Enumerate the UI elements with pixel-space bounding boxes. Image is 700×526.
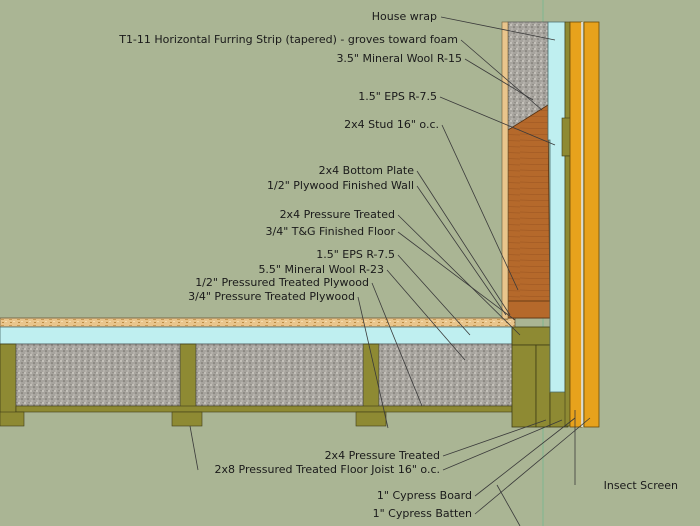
joist-foot [0,411,25,427]
label-insect-screen: Insect Screen [604,479,678,492]
floor-mineral-wool [195,343,364,407]
label-pressure-treated-wall: 2x4 Pressure Treated [280,208,395,221]
joist-foot [171,411,203,427]
rim-joist-outer [535,344,551,428]
label-pt-plywood-half: 1/2" Pressured Treated Plywood [195,276,369,289]
floor-eps-foam [0,326,513,345]
bottom-plate [507,300,551,319]
cypress-board [569,21,583,428]
floor-mineral-wool [378,343,513,407]
label-t111-furring: T1-11 Horizontal Furring Strip (tapered)… [118,33,458,46]
wall-assembly [501,21,600,428]
wall-eps-foam [547,21,566,393]
floor-mineral-wool [15,343,181,407]
furring-strip [564,21,571,123]
labels: House wrap T1-11 Horizontal Furring Stri… [118,10,678,520]
floor-assembly [0,317,569,428]
furring-strip [564,155,571,427]
label-cypress-board: 1" Cypress Board [377,489,472,502]
rim-joist [511,344,537,428]
cypress-batten [583,21,600,428]
label-mineral-wool-r23: 5.5" Mineral Wool R-23 [258,263,384,276]
label-tg-floor: 3/4" T&G Finished Floor [265,225,395,238]
wall-stud [507,104,551,319]
label-mineral-wool-r15: 3.5" Mineral Wool R-15 [336,52,462,65]
label-floor-joist: 2x8 Pressured Treated Floor Joist 16" o.… [215,463,440,476]
rim-pressure-treated [511,326,551,346]
label-stud: 2x4 Stud 16" o.c. [344,118,439,131]
label-pressure-treated-rim: 2x4 Pressure Treated [325,449,440,462]
label-pt-plywood-34: 3/4" Pressure Treated Plywood [188,290,355,303]
finished-floor [0,317,516,328]
bottom-pt-plywood [15,405,513,413]
plywood-wall [501,21,509,320]
label-cypress-batten: 1" Cypress Batten [373,507,472,520]
leader-lines [189,16,591,526]
joist-foot [355,411,387,427]
label-plywood-wall: 1/2" Plywood Finished Wall [267,179,414,192]
label-eps-wall: 1.5" EPS R-7.5 [358,90,437,103]
label-bottom-plate: 2x4 Bottom Plate [319,164,415,177]
label-house-wrap: House wrap [372,10,437,23]
label-eps-floor: 1.5" EPS R-7.5 [316,248,395,261]
